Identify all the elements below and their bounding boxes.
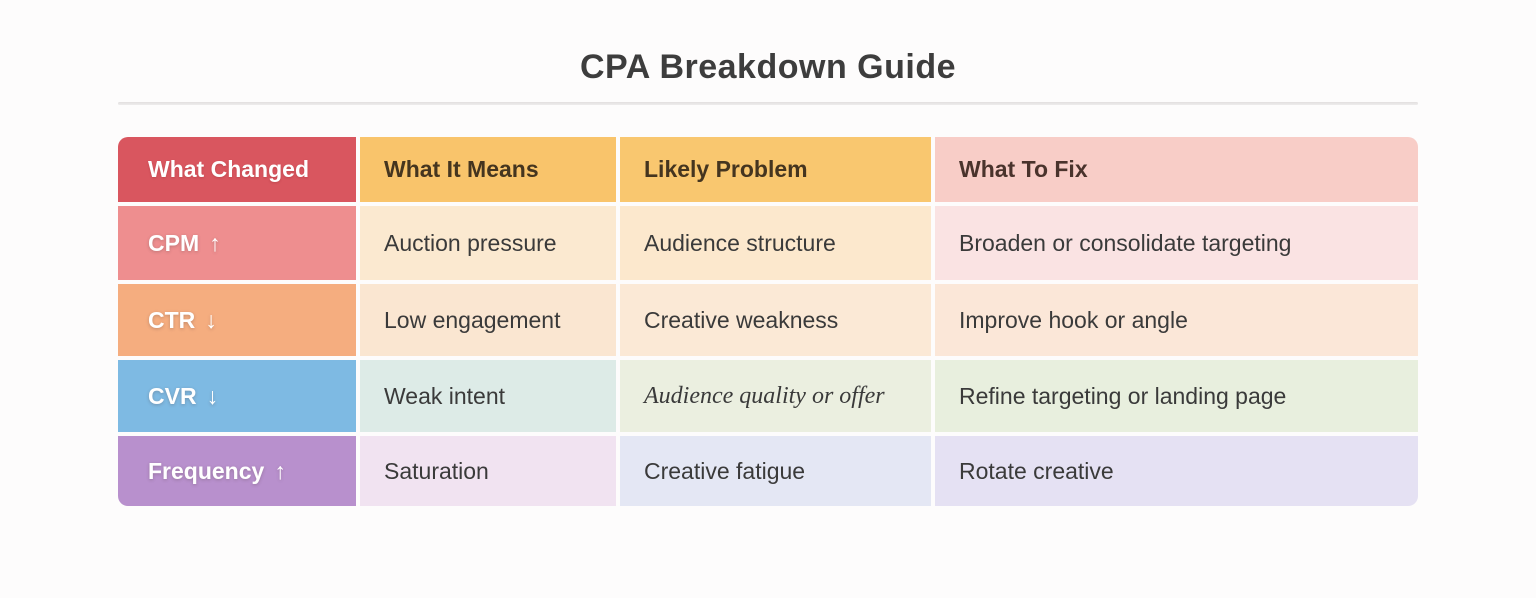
table-cell-cpm-fix: Broaden or consolidate targeting	[935, 206, 1418, 280]
table-cell-frequency-problem: Creative fatigue	[620, 436, 931, 506]
table-cell-cpm-problem: Audience structure	[620, 206, 931, 280]
table-cell-frequency-fix: Rotate creative	[935, 436, 1418, 506]
table-row-cvr-metric: CVR ↓	[118, 360, 356, 432]
metric-label: CPM	[148, 229, 200, 256]
table-cell-cvr-problem: Audience quality or offer	[620, 360, 931, 432]
column-header-what-changed: What Changed	[118, 137, 356, 202]
table-cell-ctr-problem: Creative weakness	[620, 284, 931, 356]
table-cell-cpm-means: Auction pressure	[360, 206, 616, 280]
cell-text: Low engagement	[384, 306, 561, 333]
cell-text: Audience structure	[644, 229, 836, 256]
trend-down-icon: ↓	[205, 306, 217, 333]
table-row-cpm-metric: CPM ↑	[118, 206, 356, 280]
cell-text: Broaden or consolidate targeting	[959, 229, 1292, 256]
cell-text: Audience quality or offer	[644, 382, 885, 409]
column-header-what-it-means: What It Means	[360, 137, 616, 202]
column-header-likely-problem: Likely Problem	[620, 137, 931, 202]
cell-text: Saturation	[384, 457, 489, 484]
cell-text: Auction pressure	[384, 229, 557, 256]
table-cell-cvr-means: Weak intent	[360, 360, 616, 432]
trend-up-icon: ↑	[209, 229, 221, 256]
cpa-breakdown-table: What Changed What It Means Likely Proble…	[118, 137, 1418, 506]
metric-label: Frequency	[148, 457, 265, 484]
trend-down-icon: ↓	[206, 382, 219, 409]
cell-text: Creative weakness	[644, 306, 839, 333]
column-header-label: What To Fix	[959, 156, 1088, 182]
table-row-frequency-metric: Frequency ↑	[118, 436, 356, 506]
cell-text: Rotate creative	[959, 457, 1114, 484]
column-header-label: Likely Problem	[644, 156, 808, 182]
cell-text: Weak intent	[384, 382, 506, 409]
title-divider	[118, 102, 1418, 105]
metric-label: CVR	[148, 382, 197, 409]
column-header-label: What It Means	[384, 156, 539, 182]
table-cell-frequency-means: Saturation	[360, 436, 616, 506]
column-header-what-to-fix: What To Fix	[935, 137, 1418, 202]
trend-up-icon: ↑	[274, 457, 286, 484]
cell-text: Improve hook or angle	[959, 306, 1188, 333]
cell-text: Creative fatigue	[644, 457, 806, 484]
page-title: CPA Breakdown Guide	[580, 48, 956, 86]
column-header-label: What Changed	[148, 156, 309, 182]
table-row-ctr-metric: CTR ↓	[118, 284, 356, 356]
table-cell-ctr-fix: Improve hook or angle	[935, 284, 1418, 356]
metric-label: CTR	[148, 306, 196, 333]
table-cell-ctr-means: Low engagement	[360, 284, 616, 356]
table-cell-cvr-fix: Refine targeting or landing page	[935, 360, 1418, 432]
cell-text: Refine targeting or landing page	[959, 382, 1287, 409]
